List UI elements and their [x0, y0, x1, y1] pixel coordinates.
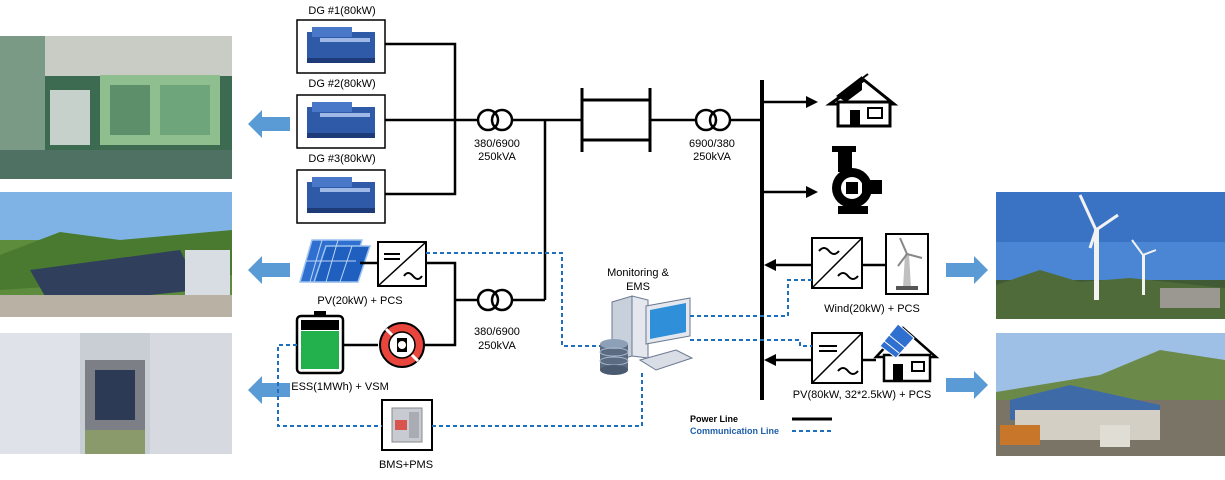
wind-turbine-icon	[885, 233, 929, 295]
database-icon	[599, 339, 629, 375]
arrow-icon-left-3	[248, 376, 290, 404]
dg2-label: DG #2(80kW)	[308, 78, 375, 90]
solar-panel-icon	[299, 239, 372, 283]
power-arrow-pump	[762, 186, 818, 198]
generator-icon-2	[296, 94, 386, 149]
power-arrow-pv-right	[764, 354, 812, 366]
transformer-ess-rating: 250kVA	[478, 340, 516, 352]
inverter-icon-wind	[811, 237, 863, 289]
inverter-icon-pv-left	[377, 241, 427, 287]
house-icon-load	[825, 73, 899, 128]
bms-label: BMS+PMS	[379, 459, 433, 471]
transformer-icon-load	[694, 108, 732, 132]
power-lines-generators	[385, 42, 478, 196]
power-arrow-house	[762, 96, 818, 108]
photo-wind-turbines	[996, 192, 1225, 319]
photo-pv-field	[0, 192, 232, 317]
pump-icon	[832, 146, 882, 214]
dg3-label: DG #3(80kW)	[308, 153, 375, 165]
arrow-icon-right-2	[946, 371, 988, 399]
legend-power-label: Power Line	[690, 414, 738, 424]
transformer-load-rating: 250kVA	[693, 151, 731, 163]
transformer-icon-dg	[476, 108, 514, 132]
communication-lines	[277, 252, 812, 427]
arrow-icon-right-1	[946, 256, 988, 284]
photo-ess-container	[0, 333, 232, 454]
generator-icon-1	[296, 19, 386, 74]
photo-rooftop-pv	[996, 333, 1225, 456]
generator-icon-3	[296, 169, 386, 224]
transformer-ess-ratio: 380/6900	[474, 326, 520, 338]
photo-generator-room	[0, 36, 232, 179]
ems-label-line2: EMS	[626, 281, 650, 293]
bms-device-icon	[381, 399, 433, 451]
power-lines-hv	[512, 118, 696, 302]
battery-icon	[295, 311, 345, 375]
dg1-label: DG #1(80kW)	[308, 5, 375, 17]
power-arrow-wind	[764, 259, 812, 271]
wind-label: Wind(20kW) + PCS	[824, 303, 920, 315]
transformer-load-ratio: 6900/380	[689, 138, 735, 150]
arrow-icon-left-2	[248, 256, 290, 284]
legend-comm-label: Communication Line	[690, 426, 779, 436]
pv-left-label: PV(20kW) + PCS	[317, 295, 402, 307]
pv-right-label: PV(80kW, 32*2.5kW) + PCS	[793, 389, 931, 401]
power-lines-pv-ess	[424, 261, 478, 347]
transformer-dg-ratio: 380/6900	[474, 138, 520, 150]
hv-busbar	[580, 88, 652, 152]
ems-label-line1: Monitoring &	[607, 267, 669, 279]
arrow-icon-left-1	[248, 110, 290, 138]
vsm-icon	[379, 322, 425, 368]
transformer-icon-ess	[476, 288, 514, 312]
ess-label: ESS(1MWh) + VSM	[291, 381, 389, 393]
transformer-dg-rating: 250kVA	[478, 151, 516, 163]
inverter-icon-pv-right	[811, 332, 863, 384]
solar-house-icon	[873, 323, 940, 383]
